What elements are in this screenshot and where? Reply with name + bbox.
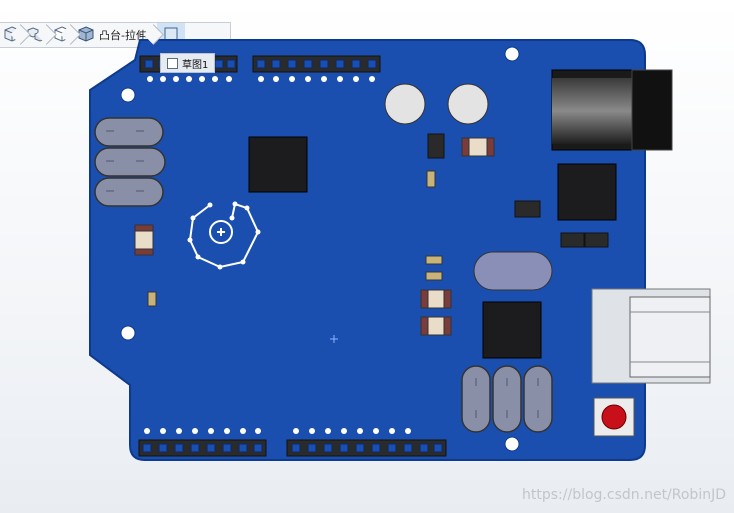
electrolytic-capacitor <box>447 83 489 125</box>
crystal-oscillator <box>473 251 553 291</box>
mounting-hole <box>120 87 136 103</box>
origin-marker <box>330 335 338 343</box>
sketch-icon <box>167 57 178 69</box>
sketch-profile <box>188 202 260 269</box>
crystal-stack-left <box>94 117 166 207</box>
breadcrumb-label-extrude: 凸台-拉伸1 <box>99 29 154 42</box>
watermark: https://blog.csdn.net/RobinJD <box>522 487 726 503</box>
ic-usb-controller <box>482 301 542 359</box>
smd-part <box>584 232 609 248</box>
smd-capacitor <box>425 271 443 281</box>
electrolytic-capacitor <box>384 83 426 125</box>
mounting-hole <box>504 46 520 62</box>
smd-capacitor <box>425 255 443 265</box>
smd-capacitor <box>426 170 436 188</box>
breadcrumb-item-part[interactable] <box>0 23 24 47</box>
header-top-right <box>252 55 381 82</box>
breadcrumb-item-extrude[interactable]: 凸台-拉伸1 <box>74 23 157 47</box>
reset-button <box>593 397 635 437</box>
crystal-stack-bottom <box>461 365 553 433</box>
header-bottom-right <box>286 428 447 457</box>
ic-chip-main <box>248 136 308 193</box>
smd-transistor <box>514 200 541 218</box>
sketch-chip[interactable]: 草图1 <box>160 53 216 73</box>
smd-diode <box>427 133 445 159</box>
resistor <box>420 289 452 309</box>
sketch-chip-label: 草图1 <box>182 59 209 71</box>
smd-part <box>560 232 585 248</box>
breadcrumb: 凸台-拉伸1 <box>0 22 231 48</box>
sketch-points <box>187 201 261 270</box>
resistor <box>420 316 452 336</box>
resistor <box>134 224 154 256</box>
usb-b-connector <box>591 288 711 384</box>
ic-regulator <box>557 163 617 221</box>
smd-capacitor <box>147 291 157 307</box>
mounting-hole <box>504 436 520 452</box>
mounting-hole <box>120 325 136 341</box>
breadcrumb-item-body[interactable] <box>50 23 74 47</box>
header-bottom-left <box>138 428 267 457</box>
dc-power-jack <box>551 69 673 151</box>
solid-icon <box>77 25 95 46</box>
resistor <box>461 137 495 157</box>
